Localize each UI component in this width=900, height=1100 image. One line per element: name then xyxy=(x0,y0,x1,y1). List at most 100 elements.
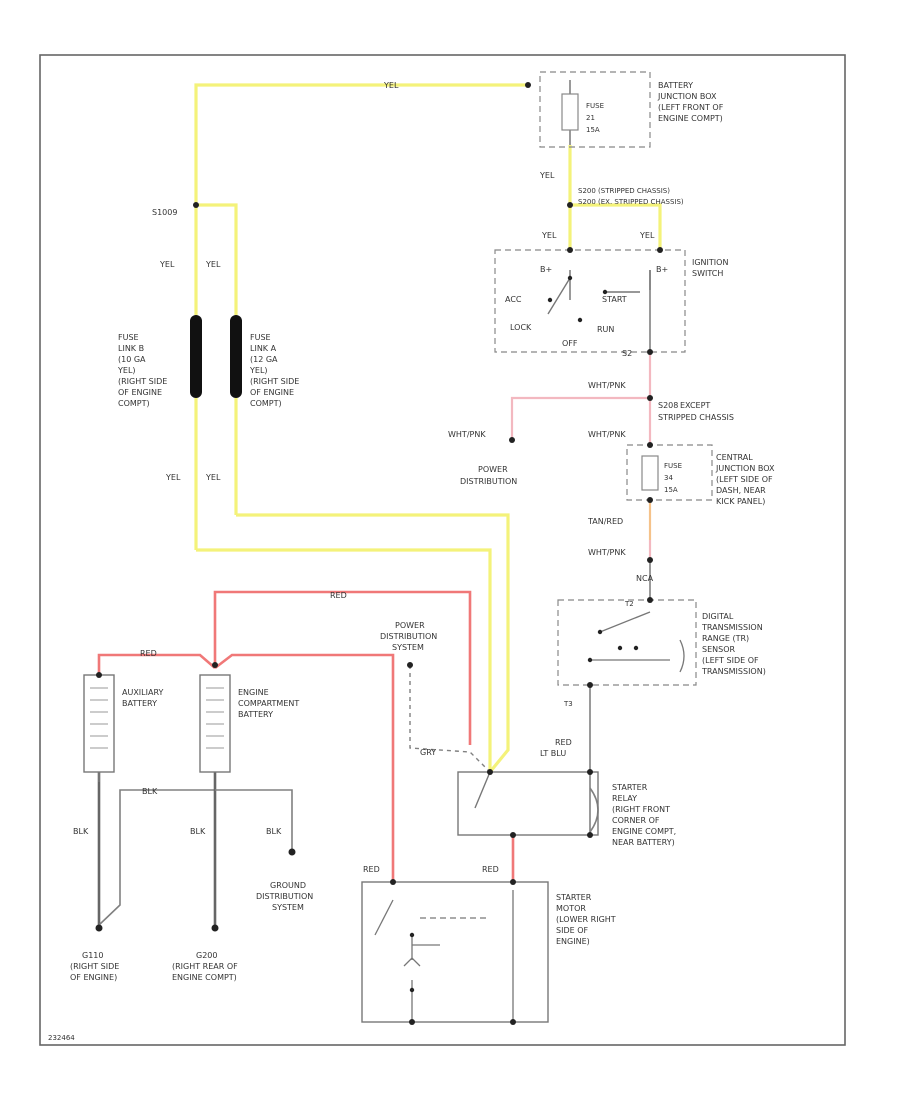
lbl-tan-red: TAN/RED xyxy=(587,517,623,526)
pink-s208-to-pd xyxy=(510,396,650,440)
battery-junction-box xyxy=(539,71,651,148)
lbl-splice-s208-except: EXCEPT xyxy=(680,401,710,410)
ign-lock: LOCK xyxy=(510,323,532,332)
pd1-line-1: POWER xyxy=(478,465,508,474)
wire-labels: YEL YEL YEL YEL YEL YEL YEL YEL RED RED … xyxy=(73,81,655,874)
tr-sensor-box xyxy=(557,599,697,686)
lbl-red-motor-right: RED xyxy=(482,865,499,874)
cjb-label-3: (LEFT SIDE OF xyxy=(716,475,773,484)
lbl-blk-1: BLK xyxy=(73,827,89,836)
lbl-yel-fl-a-bot: YEL xyxy=(205,473,221,482)
motor-line-3: (LOWER RIGHT xyxy=(556,915,616,924)
trs-label-4: SENSOR xyxy=(702,645,735,654)
lbl-red-motor-left: RED xyxy=(363,865,380,874)
fla-line-7: COMPT) xyxy=(250,399,282,408)
eng-batt-line-1: ENGINE xyxy=(238,688,269,697)
fla-line-4: YEL) xyxy=(249,366,268,375)
relay-line-1: STARTER xyxy=(612,783,648,792)
bjb-fuse-line-1: FUSE xyxy=(586,102,604,110)
fla-line-2: LINK A xyxy=(250,344,277,353)
cjb-label-1: CENTRAL xyxy=(716,453,753,462)
g2-line-3: ENGINE COMPT) xyxy=(172,973,237,982)
yel-s200-to-ign-b2 xyxy=(570,203,662,250)
trs-pin-a: T2 xyxy=(624,600,634,608)
g1-line-1: G110 xyxy=(82,951,103,960)
lbl-red-top: RED xyxy=(330,591,347,600)
yel-top-wire xyxy=(194,83,528,205)
fuse-link-b xyxy=(190,315,202,398)
ground-g2-labels: G200 (RIGHT REAR OF ENGINE COMPT) xyxy=(172,951,238,982)
central-junction-box xyxy=(626,444,713,501)
lbl-wht-pnk-4: WHT/PNK xyxy=(588,548,626,557)
junction-dots xyxy=(95,82,663,1025)
bjb-fuse-21 xyxy=(561,93,579,131)
pd1-line-2: DISTRIBUTION xyxy=(460,477,517,486)
lbl-red-ltblu-2: LT BLU xyxy=(540,749,566,758)
motor-line-2: MOTOR xyxy=(556,904,586,913)
flb-line-7: COMPT) xyxy=(118,399,150,408)
ign-b2: B+ xyxy=(656,265,668,274)
bjb-fuse-line-3: 15A xyxy=(586,126,600,134)
red-aux-wire xyxy=(97,653,216,675)
lbl-wht-pnk-2: WHT/PNK xyxy=(448,430,486,439)
lbl-red-ltblu-1: RED xyxy=(555,738,572,747)
auxiliary-battery-symbol xyxy=(83,674,115,782)
ground-distribution-labels: GROUND DISTRIBUTION SYSTEM xyxy=(256,881,313,912)
pd2-line-3: SYSTEM xyxy=(392,643,424,652)
cjb-fuse-line-3: 15A xyxy=(664,486,678,494)
motor-line-4: SIDE OF xyxy=(556,926,588,935)
relay-line-6: NEAR BATTERY) xyxy=(612,838,675,847)
trs-label-3: RANGE (TR) xyxy=(702,634,749,643)
fuse-link-a-labels: FUSE LINK A (12 GA YEL) (RIGHT SIDE OF E… xyxy=(249,333,299,408)
trs-label-2: TRANSMISSION xyxy=(701,623,763,632)
lbl-yel-ign-right: YEL xyxy=(639,231,655,240)
battery-junction-box-labels: FUSE 21 15A BATTERY JUNCTION BOX (LEFT F… xyxy=(586,81,724,134)
tr-sensor-labels: NCA T2 T3 DIGITAL TRANSMISSION RANGE (TR… xyxy=(563,574,766,708)
central-junction-box-labels: FUSE 34 15A CENTRAL JUNCTION BOX (LEFT S… xyxy=(664,453,775,506)
lbl-splice-s200-a: S200 (STRIPPED CHASSIS) xyxy=(578,187,670,195)
cjb-fuse-line-2: 34 xyxy=(664,474,673,482)
bjb-label-4: ENGINE COMPT) xyxy=(658,114,723,123)
yel-fl-b-to-relay xyxy=(196,548,492,772)
starter-motor-labels: STARTER MOTOR (LOWER RIGHT SIDE OF ENGIN… xyxy=(556,893,616,946)
starter-motor-internals xyxy=(374,890,514,1022)
footer-code: 232464 xyxy=(48,1034,75,1042)
tr-sensor-contacts xyxy=(590,611,685,673)
eng-batt-line-3: BATTERY xyxy=(238,710,273,719)
starter-relay-switch xyxy=(474,771,491,809)
flb-line-6: OF ENGINE xyxy=(118,388,162,397)
yel-wires xyxy=(194,83,662,774)
ignition-switch-labels: B+ B+ ACC START LOCK RUN OFF S2 IGNITION… xyxy=(505,258,728,358)
gd-line-2: DISTRIBUTION xyxy=(256,892,313,901)
gd-line-1: GROUND xyxy=(270,881,306,890)
motor-line-1: STARTER xyxy=(556,893,592,902)
fuse-link-a xyxy=(230,315,242,398)
lbl-wht-pnk-1: WHT/PNK xyxy=(588,381,626,390)
ignition-switch-box xyxy=(494,249,686,353)
bjb-label-3: (LEFT FRONT OF xyxy=(658,103,724,112)
red-wires xyxy=(97,590,515,882)
fla-line-1: FUSE xyxy=(250,333,271,342)
lbl-splice-s200-b: S200 (EX. STRIPPED CHASSIS) xyxy=(578,198,684,206)
cjb-label-5: KICK PANEL) xyxy=(716,497,765,506)
relay-line-4: CORNER OF xyxy=(612,816,660,825)
lbl-blk-2: BLK xyxy=(190,827,206,836)
aux-batt-line-1: AUXILIARY xyxy=(122,688,164,697)
lbl-gry: GRY xyxy=(420,748,436,757)
lbl-splice-s208: S208 xyxy=(658,401,678,410)
engine-battery-symbol xyxy=(199,674,231,773)
bjb-fuse-line-2: 21 xyxy=(586,114,595,122)
blk-ground-dist xyxy=(215,789,293,852)
pink-wires xyxy=(510,352,652,560)
ign-b1: B+ xyxy=(540,265,552,274)
lbl-yel-fl-b-top: YEL xyxy=(159,260,175,269)
g1-line-2: (RIGHT SIDE xyxy=(70,962,119,971)
relay-line-5: ENGINE COMPT, xyxy=(612,827,676,836)
trs-pin-b: T3 xyxy=(563,700,573,708)
ign-label-2: SWITCH xyxy=(692,269,723,278)
engine-battery-labels: ENGINE COMPARTMENT BATTERY xyxy=(238,688,299,719)
gd-line-3: SYSTEM xyxy=(272,903,304,912)
flb-line-4: YEL) xyxy=(117,366,136,375)
cjb-fuse-34 xyxy=(641,455,659,491)
ign-acc: ACC xyxy=(505,295,522,304)
